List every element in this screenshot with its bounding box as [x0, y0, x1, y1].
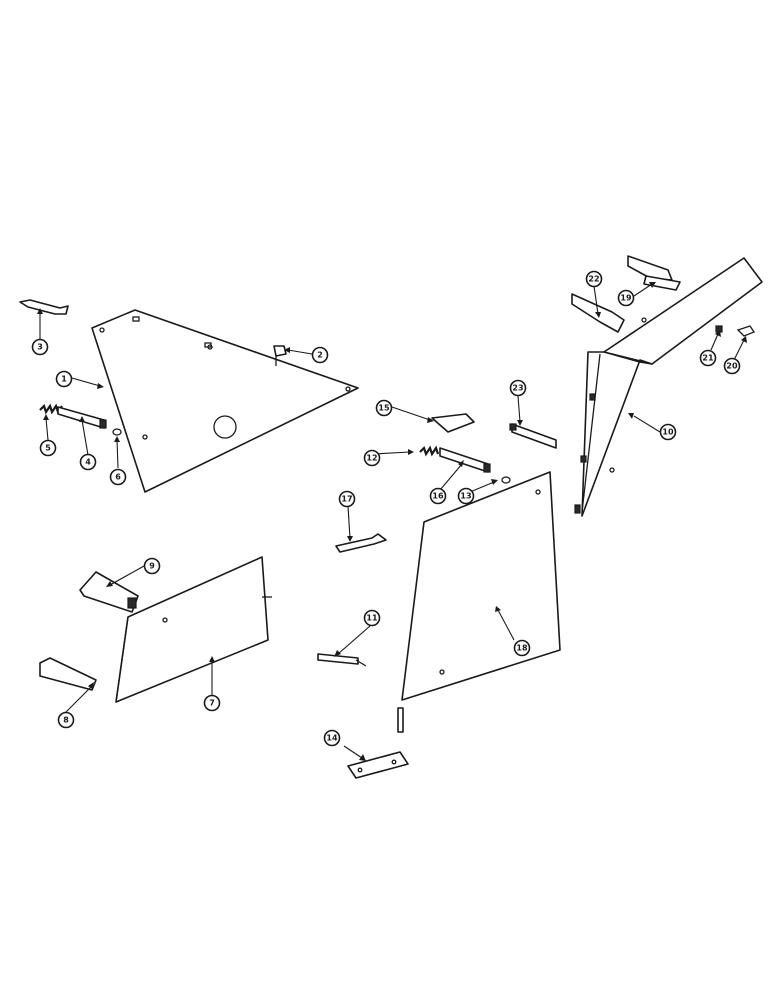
svg-text:6: 6 [115, 473, 121, 482]
callout-16: 16 [429, 487, 447, 505]
part-17-lever [335, 533, 387, 553]
callout-17: 17 [338, 490, 356, 508]
callout-21: 21 [699, 349, 717, 367]
callout-19: 19 [617, 289, 635, 307]
part-13-link [501, 476, 511, 484]
part-20-bolt [736, 325, 755, 337]
part-19-strap [627, 255, 681, 291]
part-23-bar [509, 423, 557, 449]
callout-15: 15 [375, 399, 393, 417]
part-6-link [112, 428, 122, 436]
part-4-rod [57, 406, 107, 429]
callout-7: 7 [203, 694, 221, 712]
callout-12: 12 [363, 449, 381, 467]
callout-6: 6 [109, 468, 127, 486]
svg-text:23: 23 [512, 384, 523, 393]
svg-text:21: 21 [702, 354, 714, 363]
svg-text:2: 2 [317, 351, 323, 360]
svg-text:22: 22 [588, 275, 599, 284]
leaders [37, 282, 747, 761]
part-18-right-panel [574, 257, 763, 517]
svg-text:20: 20 [726, 362, 738, 371]
svg-text:5: 5 [45, 444, 51, 453]
svg-text:11: 11 [366, 614, 378, 623]
part-12-spring [419, 445, 440, 457]
svg-text:13: 13 [460, 492, 471, 501]
svg-text:1: 1 [61, 375, 67, 384]
part-8-wedge [39, 657, 97, 691]
part-16-rod [439, 447, 491, 473]
callout-1: 1 [55, 370, 73, 388]
svg-text:4: 4 [85, 458, 91, 467]
callout-3: 3 [31, 338, 49, 356]
svg-text:14: 14 [326, 734, 338, 743]
part-9-angle-bracket [79, 571, 139, 613]
svg-text:15: 15 [378, 404, 390, 413]
callout-10: 10 [659, 423, 677, 441]
callout-20: 20 [723, 357, 741, 375]
part-3-bracket [19, 299, 69, 315]
svg-text:19: 19 [620, 294, 632, 303]
svg-text:18: 18 [516, 644, 528, 653]
part-1-triangular-panel [91, 309, 359, 493]
callout-18: 18 [513, 639, 531, 657]
callout-11: 11 [363, 609, 381, 627]
callout-13: 13 [457, 487, 475, 505]
pin [397, 707, 404, 733]
part-18-middle-panel [401, 471, 561, 701]
part-7-rectangular-panel [115, 556, 272, 703]
callout-4: 4 [79, 453, 97, 471]
callout-9: 9 [143, 557, 161, 575]
svg-text:10: 10 [662, 428, 674, 437]
svg-text:12: 12 [366, 454, 377, 463]
callout-14: 14 [323, 729, 341, 747]
svg-text:9: 9 [149, 562, 155, 571]
part-15-bracket [431, 413, 475, 433]
callout-5: 5 [39, 439, 57, 457]
svg-text:3: 3 [37, 343, 43, 352]
part-2-clip [273, 345, 287, 366]
part-11-latch [317, 653, 367, 667]
callout-8: 8 [57, 711, 75, 729]
callout-22: 22 [585, 270, 603, 288]
svg-text:16: 16 [432, 492, 444, 501]
svg-text:17: 17 [341, 495, 352, 504]
svg-text:7: 7 [209, 699, 215, 708]
part-14-plate [347, 751, 409, 779]
svg-text:8: 8 [63, 716, 69, 725]
callout-2: 2 [311, 346, 329, 364]
callout-23: 23 [509, 379, 527, 397]
